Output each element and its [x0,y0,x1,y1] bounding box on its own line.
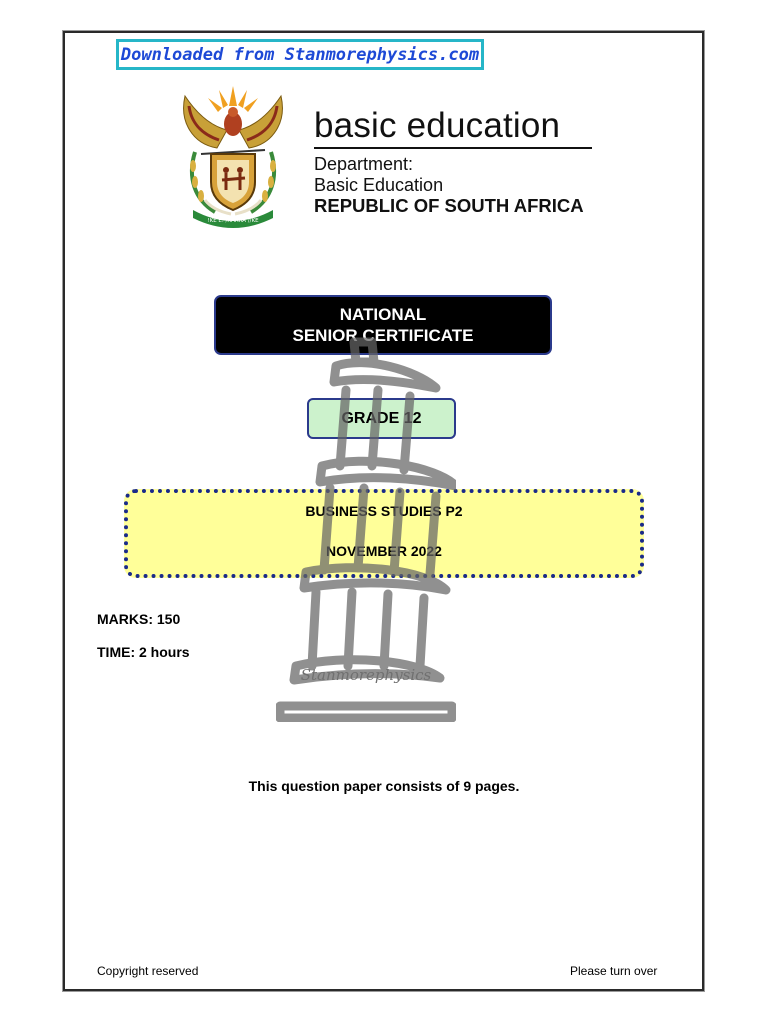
coat-of-arms-icon: !KE E: /XARRA //KE [183,86,283,228]
time-label: TIME: 2 hours [97,644,190,660]
department-logo-title: basic education [314,106,561,145]
footer-turn-over: Please turn over [570,964,658,978]
download-banner-text: Downloaded from Stanmorephysics.com [120,44,480,65]
footer-copyright: Copyright reserved [97,964,199,978]
logo-divider [314,147,592,149]
certificate-line-2: SENIOR CERTIFICATE [292,326,474,345]
subject-name: BUSINESS STUDIES P2 [305,503,463,519]
department-name: Basic Education [314,175,444,195]
marks-label: MARKS: 150 [97,611,181,627]
grade-label: GRADE 12 [341,409,422,427]
watermark-text: Stanmorephysics [300,666,432,684]
emblem-motto: !KE E: /XARRA //KE [207,218,259,224]
grade-badge: GRADE 12 [307,398,456,439]
department-label: Department: [314,154,414,174]
leaning-tower-icon [276,337,456,722]
page-count-note: This question paper consists of 9 pages. [248,778,520,794]
subject-panel [124,489,644,578]
certificate-banner: NATIONAL SENIOR CERTIFICATE [214,295,552,355]
page-frame [63,31,704,991]
download-banner[interactable]: Downloaded from Stanmorephysics.com [116,39,484,70]
certificate-line-1: NATIONAL [339,305,427,324]
country-name: REPUBLIC OF SOUTH AFRICA [314,195,584,216]
